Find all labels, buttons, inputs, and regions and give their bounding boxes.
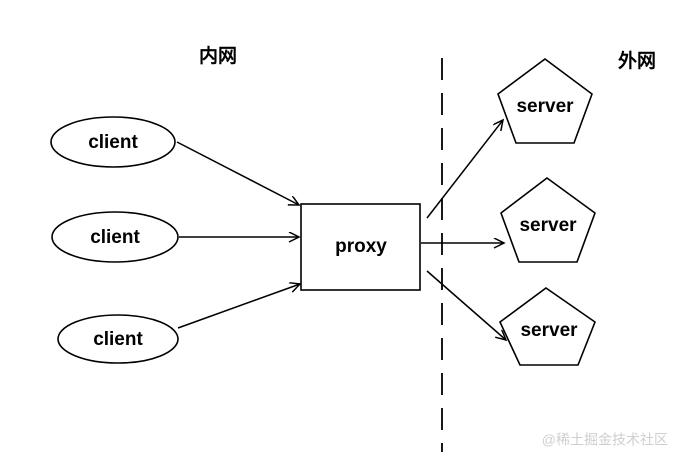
server-node-2 bbox=[500, 177, 596, 263]
edge-proxy-to-server1 bbox=[426, 120, 503, 219]
server-label-3: server bbox=[520, 320, 578, 341]
edge-proxy-to-server3 bbox=[426, 270, 506, 340]
proxy-label: proxy bbox=[335, 236, 387, 257]
zone-label-external: 外网 bbox=[618, 49, 656, 72]
client-node-2 bbox=[51, 211, 179, 263]
edge-client1-to-proxy bbox=[176, 141, 299, 205]
edge-client3-to-proxy bbox=[177, 284, 300, 329]
server-label-2: server bbox=[519, 215, 577, 236]
client-label-1: client bbox=[88, 132, 138, 153]
server-label-1: server bbox=[516, 96, 574, 117]
client-label-2: client bbox=[90, 227, 140, 248]
client-node-1 bbox=[50, 116, 176, 168]
client-node-3 bbox=[57, 314, 179, 364]
watermark-label: @稀土掘金技术社区 bbox=[542, 432, 668, 448]
server-node-1 bbox=[497, 58, 593, 144]
zone-label-internal: 内网 bbox=[199, 44, 237, 67]
proxy-node bbox=[300, 203, 421, 291]
server-node-3 bbox=[498, 287, 596, 366]
client-label-3: client bbox=[93, 329, 143, 350]
